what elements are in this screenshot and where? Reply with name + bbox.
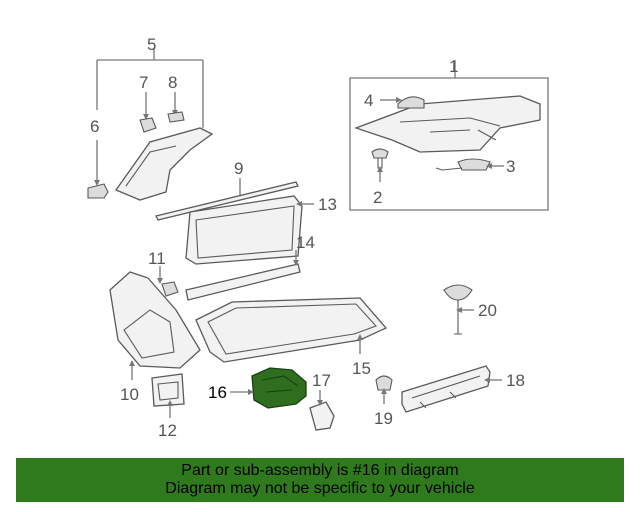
callout-1: 1 — [449, 57, 458, 76]
callout-2: 2 — [373, 188, 382, 207]
fitment-notice-line-1: Part or sub-assembly is #16 in diagram — [181, 462, 459, 479]
callout-8: 8 — [168, 73, 177, 92]
trunk-lower-group — [109, 266, 388, 418]
callout-16[interactable]: 16 — [208, 383, 227, 402]
callout-12: 12 — [158, 421, 177, 440]
callout-4: 4 — [364, 91, 373, 110]
callout-13: 13 — [318, 195, 337, 214]
callout-15: 15 — [352, 359, 371, 378]
callout-20: 20 — [478, 301, 497, 320]
callout-6: 6 — [90, 117, 99, 136]
parts-diagram: 1 2 3 4 5 6 7 8 9 10 11 12 13 14 15 16 1… — [87, 35, 549, 440]
callout-19: 19 — [374, 409, 393, 428]
fitment-notice-line-2: Diagram may not be specific to your vehi… — [165, 480, 475, 497]
callout-10: 10 — [120, 385, 139, 404]
callout-14: 14 — [296, 233, 315, 252]
callout-3: 3 — [506, 157, 515, 176]
fitment-notice-banner: Part or sub-assembly is #16 in diagram D… — [16, 458, 624, 502]
callout-18: 18 — [506, 371, 525, 390]
part-16-highlighted[interactable] — [230, 367, 307, 409]
callout-11: 11 — [148, 249, 166, 268]
bracket-5-group — [87, 48, 214, 201]
callout-9: 9 — [234, 159, 243, 178]
trunk-misc-group — [309, 284, 502, 431]
callout-5: 5 — [147, 35, 156, 54]
callout-7: 7 — [139, 73, 148, 92]
callout-17: 17 — [312, 371, 331, 390]
package-tray-group — [349, 60, 549, 211]
trunk-board-group — [155, 178, 314, 301]
